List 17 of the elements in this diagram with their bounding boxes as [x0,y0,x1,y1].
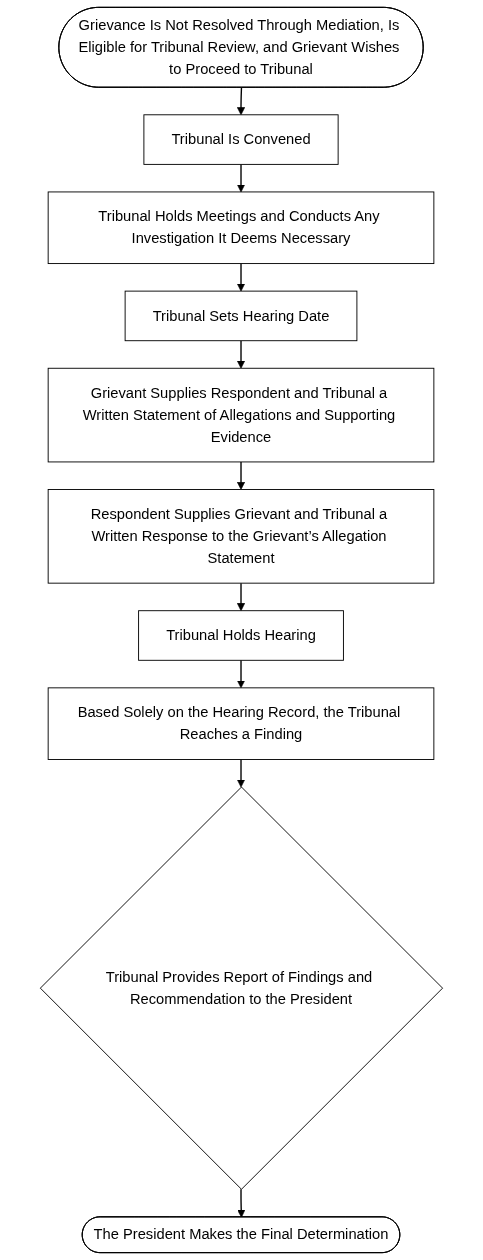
arrow [237,262,246,292]
node-box: Tribunal Sets Hearing Date [124,290,358,342]
arrow [237,461,246,490]
arrow [237,340,246,369]
arrow [237,87,246,116]
arrow [237,659,246,689]
node-box: Tribunal Is Convened [143,114,339,165]
node-box: Respondent Supplies Grievant and Tribunal a Written Response to the Grievant’s Allegation Statement [47,489,435,584]
arrow [237,1188,246,1218]
arrow [237,758,246,788]
arrow [237,582,246,612]
node-box: Tribunal Holds Hearing [138,610,344,661]
node-box: Grievant Supplies Respondent and Tribunal a Written Statement of Allegations and Supporting Evidence [47,367,435,463]
arrow [237,163,246,193]
node-box: Tribunal Holds Meetings and Conducts Any Investigation It Deems Necessary [47,191,435,265]
node-box: Based Solely on the Hearing Record, the Tribunal Reaches a Finding [47,687,435,760]
node-diamond: Tribunal Provides Report of Findings and Recommendation to the President [39,786,444,1190]
